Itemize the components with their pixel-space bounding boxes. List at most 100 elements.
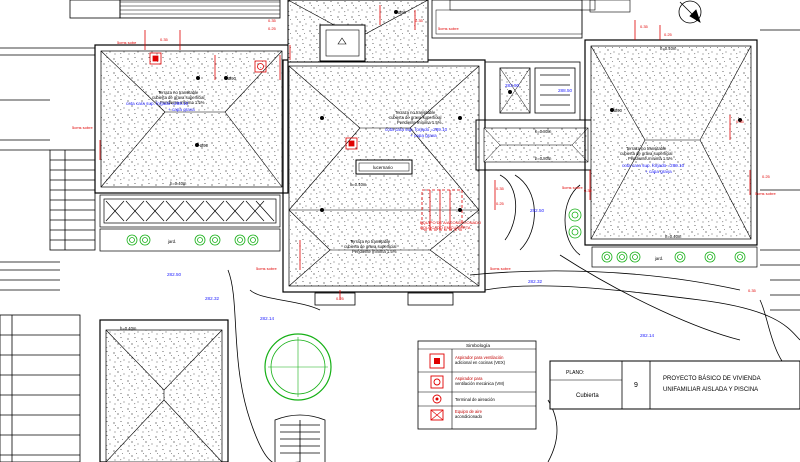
north-arrow-icon (678, 0, 702, 24)
red-labels: 5cms sobe 5cms sobre 5cms sobre 5cms sob… (72, 18, 776, 301)
legend-title: Simbología (466, 343, 490, 349)
roof-left-upper (94, 44, 289, 194)
sump-6: 5cms sobre (438, 26, 459, 31)
roof-labels: Terraza no transitable cubierta de grava… (120, 10, 682, 331)
roof-note-2b: cubierta de grava superficial (389, 115, 441, 120)
roof-note-2a: Terraza no transitable (395, 110, 436, 115)
top-left-hatched-slab (69, 0, 281, 19)
roof-center-top (287, 0, 631, 63)
plano-label: PLANO: (566, 370, 584, 376)
ac-unit-label-2: COLOCADO EN CUBIERTA (420, 225, 471, 230)
dim-025-a: 0.25 (268, 26, 277, 31)
cota-3b: + capa grava (645, 169, 672, 174)
elev-282-50-b: 282.50 (530, 208, 544, 213)
h-label-4: h=0.80m (535, 129, 552, 134)
elev-282-32-a: 282.32 (205, 296, 219, 301)
roof-note-4a: Terraza no transitable (626, 146, 667, 151)
roof-note-4c: Pendiente mínima 1.5% (628, 156, 673, 161)
sump-7: 5cms sobre (755, 191, 776, 196)
elev-283-90: 283.90 (505, 83, 519, 88)
ledges (314, 292, 454, 306)
legend-box: Simbología Aspirador para ventilación ad… (417, 340, 537, 430)
dim-025-e: 0.25 (336, 296, 345, 301)
dim-035-f: 0.35 (415, 18, 424, 23)
vex-symbol-icon (429, 353, 445, 369)
elev-288-50: 288.50 (558, 88, 572, 93)
h-label-6: h=0.40m (660, 46, 677, 51)
cota-1b: + capa grava (168, 107, 195, 112)
h-label-5: h=0.80m (535, 156, 552, 161)
jardin-2: jard. (654, 256, 663, 261)
sump-1: 5cms sobe (117, 40, 137, 45)
plan-number: 9 (634, 382, 638, 389)
h-label-2: h=0.40m (350, 182, 367, 187)
title-block: PLANO: Cubierta 9 PROYECTO BÁSICO DE VIV… (549, 360, 800, 410)
cota-1a: cota cara sup. forjado =289.10 (126, 101, 189, 106)
skylight-label: lucernario (373, 165, 393, 170)
phi-4: Ø90 (614, 108, 623, 113)
ac-unit-label-1: EQUIPO DE A/ACONDICIONADO (420, 220, 481, 225)
sump-5: 5cms sobre (562, 185, 583, 190)
garden-shrubs-left (126, 234, 259, 246)
vm-symbol-icon (430, 375, 444, 389)
dim-035-h: 0.35 (748, 288, 757, 293)
legend-item-2-l2: ventilación mecánica (VM) (455, 381, 505, 386)
dim-035-g: 0.35 (160, 37, 169, 42)
roof-note-1a: Terraza no transitable (158, 90, 199, 95)
dim-035-d: 0.35 (584, 188, 593, 193)
roof-note-3b: cubierta de grava superficial (344, 244, 396, 249)
elev-282-32-b: 282.32 (528, 279, 542, 284)
elev-282-14-b: 282.14 (640, 333, 654, 338)
h-label-7: h=0.40m (665, 234, 682, 239)
project-line-1: PROYECTO BÁSICO DE VIVIENDA (663, 375, 761, 382)
roof-note-3a: Terraza no transitable (350, 239, 391, 244)
pergola-strip (99, 194, 281, 252)
annotations-red (99, 5, 751, 300)
sump-4: 5cms sobre (490, 266, 511, 271)
roof-left-lower (99, 319, 229, 462)
dim-035-c: 0.35 (496, 186, 505, 191)
dim-025-d: 0.25 (762, 174, 771, 179)
legend-item-2-l1: Aspirador para (455, 376, 483, 381)
roof-note-4b: cubierta de grava superficial (620, 151, 672, 156)
drain-markers (195, 10, 742, 212)
ac-unit-icon (430, 409, 444, 421)
roof-note-3c: Pendiente mínima 1.5% (352, 249, 397, 254)
h-label-1: h=0.40m (170, 181, 187, 186)
project-line-2: UNIFAMILIAR AISLADA Y PISCINA (663, 387, 758, 393)
left-boundary (0, 47, 96, 462)
air-terminal-icon (432, 394, 442, 404)
cota-3a: cota cara sup. forjado =289.10 (622, 163, 685, 168)
legend-item-4-l2: acondicionado (455, 414, 483, 419)
phi-2: Ø90 (200, 143, 209, 148)
roof-note-1c: Pendiente mínima 1.5% (160, 100, 205, 105)
roof-corridor (475, 119, 597, 171)
shafts-center-right (484, 61, 581, 121)
elev-282-14-a: 282.14 (260, 316, 274, 321)
dim-035-a: 0.35 (268, 18, 277, 23)
round-feature (264, 333, 332, 401)
roof-right (584, 39, 758, 268)
cota-2b: + capa grava (410, 133, 437, 138)
legend-item-1-l1: Aspirador para ventilación (455, 355, 504, 360)
elevation-labels: cota cara sup. forjado =289.10 + capa gr… (126, 83, 685, 338)
elev-282-50-a: 282.50 (167, 272, 181, 277)
plano-value: Cubierta (576, 393, 599, 399)
stairs-bottom (274, 414, 326, 462)
jardin-1: jard. (167, 239, 176, 244)
right-boundary (760, 29, 800, 311)
legend-item-3-l1: Terminal de aireación (455, 397, 495, 402)
legend-item-4-l1: Equipo de aire (455, 409, 483, 414)
dim-035-b: 0.35 (640, 24, 649, 29)
h-label-3: h=0.40m (120, 326, 137, 331)
dim-025-b: 0.25 (664, 32, 673, 37)
roof-note-2c: Pendiente mínima 1.5% (397, 120, 442, 125)
dim-025-c: 0.25 (496, 201, 505, 206)
sump-2: 5cms sobre (72, 125, 93, 130)
phi-3: Ø90 (398, 10, 407, 15)
dim-035-e: 0.35 (736, 119, 745, 124)
garden-shrubs-right (568, 208, 746, 263)
phi-1: Ø90 (228, 76, 237, 81)
legend-item-1-l2: adicional en cocinas (VEX) (455, 360, 506, 365)
